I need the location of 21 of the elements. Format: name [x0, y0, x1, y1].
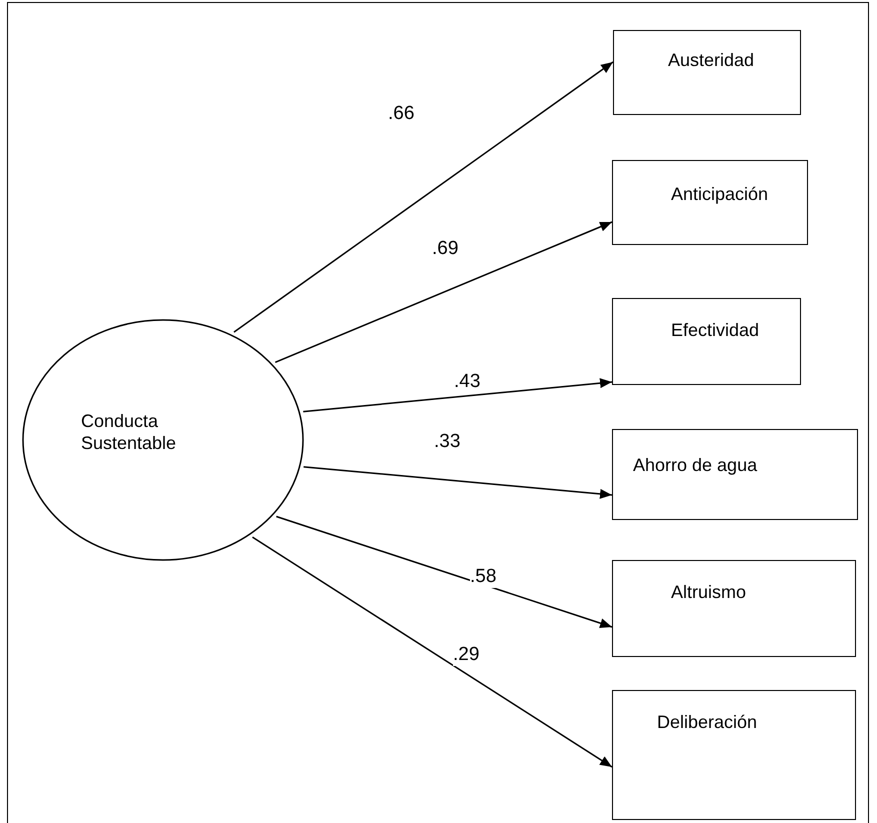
- variable-label: Altruismo: [671, 581, 748, 603]
- observed-variable-box: [612, 690, 856, 820]
- variable-label: Anticipación: [671, 183, 770, 205]
- variable-label: Efectividad: [671, 319, 760, 341]
- variable-label: Deliberación: [657, 711, 758, 733]
- observed-variable-box: [613, 30, 801, 115]
- arrow: [252, 536, 612, 768]
- observed-variable-box: [612, 429, 858, 520]
- variable-label: Austeridad: [668, 49, 756, 71]
- arrow: [274, 221, 612, 364]
- variable-label: Ahorro de agua: [633, 454, 758, 476]
- edge-label: .58: [470, 566, 496, 588]
- observed-variable-box: [612, 298, 801, 385]
- arrow: [234, 61, 614, 333]
- variable-label: Conducta Sustentable: [81, 410, 178, 454]
- observed-variable-box: [612, 160, 808, 245]
- edge-label: .29: [453, 644, 480, 666]
- arrow: [303, 378, 612, 412]
- observed-variable-box: [612, 560, 856, 657]
- arrow: [304, 466, 612, 499]
- arrow: [276, 516, 612, 628]
